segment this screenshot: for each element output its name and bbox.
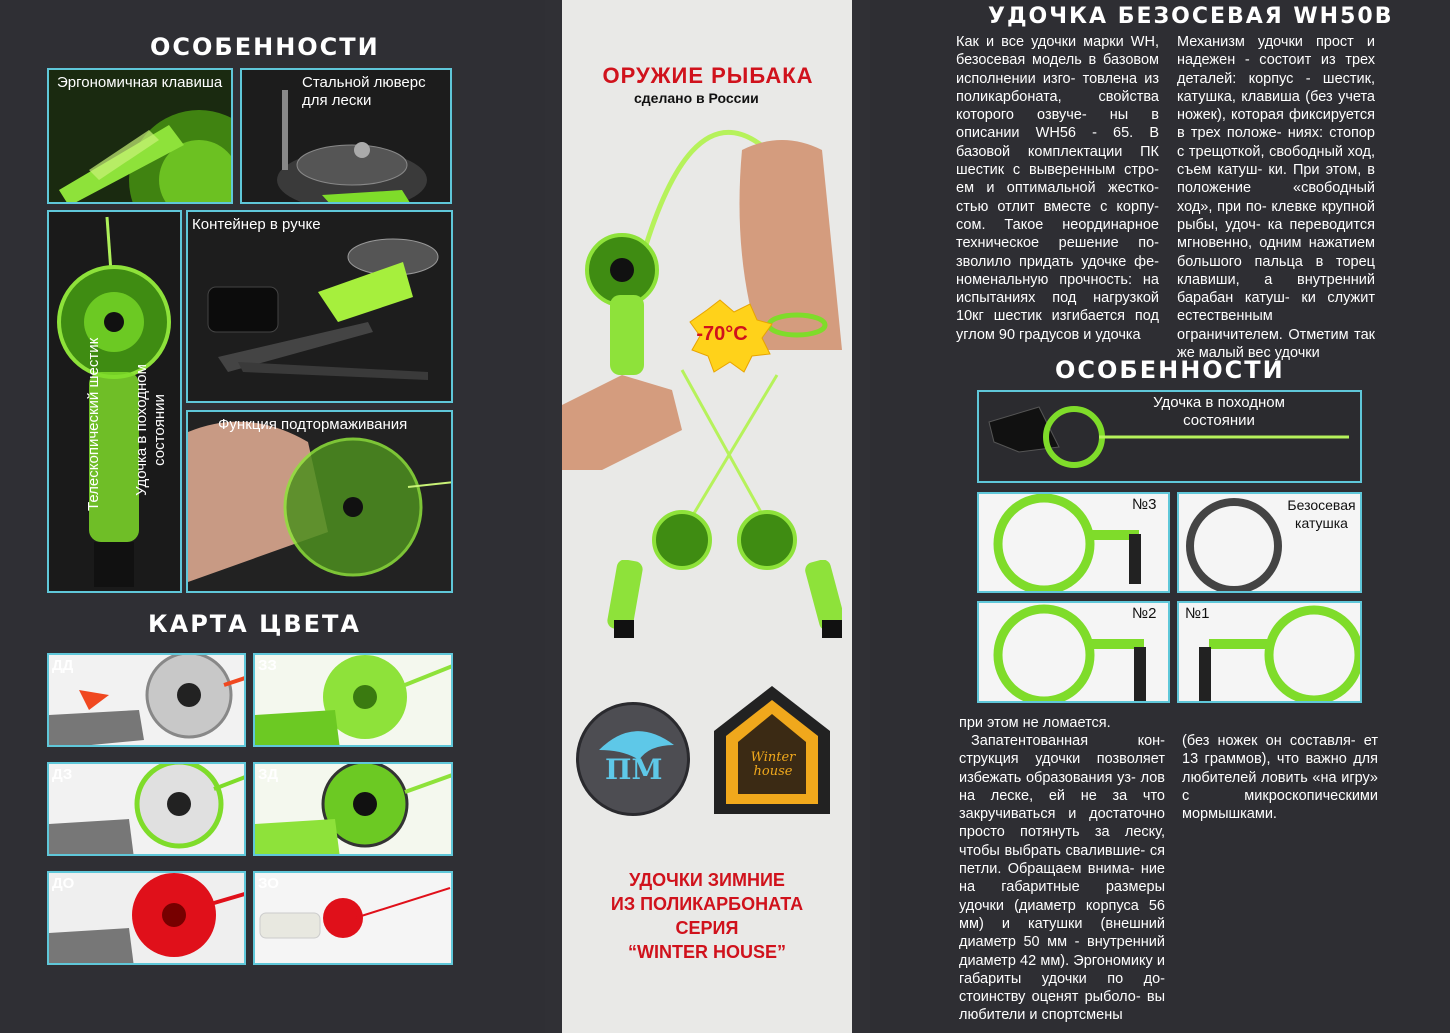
n2-photo xyxy=(993,604,1146,701)
feature-label-n3: №3 xyxy=(1132,496,1157,513)
temp-badge: -70°C xyxy=(696,323,748,345)
swatch-do: ДО xyxy=(47,871,246,965)
feature-label-spool: Безосевая катушка xyxy=(1287,497,1356,531)
shark-icon xyxy=(599,731,674,760)
winter-house-text: Winter house xyxy=(750,750,796,779)
feature-label-travel-state: Удочка в походном состоянии xyxy=(1153,394,1285,429)
feature-rod-assembled: Телескопический шестик Удочка в походном… xyxy=(47,210,182,593)
text-col1-bottom-first: при этом не ломается. xyxy=(959,715,1111,731)
n3-photo xyxy=(993,494,1141,591)
swatch-dz: ДЗ xyxy=(47,762,246,856)
feature-steel-eyelet: Стальной люверс для лески xyxy=(240,68,452,204)
text-col1-bottom: Запатентованная кон- струкция удочки поз… xyxy=(959,733,1165,1024)
colors-title: КАРТА ЦВЕТА xyxy=(148,610,361,638)
swatch-dd-photo xyxy=(49,655,244,745)
product-title: УДОЧКА БЕЗОСЕВАЯ WH50B xyxy=(988,4,1394,29)
swatch-dd: ДД xyxy=(47,653,246,747)
swatch-zo-photo xyxy=(255,873,451,963)
features-title-right: ОСОБЕННОСТИ xyxy=(1055,356,1285,384)
swatch-label: ЗЗ xyxy=(258,657,277,674)
text-col2-top: Механизм удочки прост и надежен - состои… xyxy=(1177,34,1375,362)
pm-logo-text: ПМ xyxy=(605,753,663,786)
headline: ОРУЖИЕ РЫБАКА xyxy=(602,63,814,88)
feature-label-n1: №1 xyxy=(1185,605,1210,622)
feature-brake: Функция подтормаживания xyxy=(186,410,453,593)
footer-line: “WINTER HOUSE” xyxy=(627,942,786,962)
house-icon xyxy=(714,686,830,814)
right-panel: УДОЧКА БЕЗОСЕВАЯ WH50B Как и все удочки … xyxy=(870,0,1450,1033)
feature-label-brake: Функция подтормаживания xyxy=(218,416,408,433)
hero-illustration xyxy=(562,129,842,570)
temp-badge-shape xyxy=(689,299,773,373)
swatch-zd: ЗД xyxy=(253,762,453,856)
eyelet-photo xyxy=(242,70,450,202)
swatch-zz-photo xyxy=(255,655,451,745)
middle-panel: ОРУЖИЕ РЫБАКА сделано в России -70°C ПМ xyxy=(562,0,852,1033)
feature-container: Контейнер в ручке xyxy=(186,210,453,403)
feature-axleless-spool: Безосевая катушка xyxy=(1177,492,1362,593)
footer-line: СЕРИЯ xyxy=(675,918,739,938)
pm-logo: ПМ xyxy=(576,702,690,816)
key-photo xyxy=(49,70,231,202)
swatch-label: ДЗ xyxy=(52,766,73,783)
subline: сделано в России xyxy=(634,90,759,106)
feature-n2: №2 xyxy=(977,601,1170,703)
text-col1-top: Как и все удочки марки WH, безосевая мод… xyxy=(956,34,1159,343)
feature-label-telescopic: Телескопический шестик xyxy=(85,337,102,511)
swatch-label: ДО xyxy=(52,875,75,892)
spool-photo xyxy=(1186,498,1282,591)
rod-photo xyxy=(49,212,180,591)
swatch-zo: ЗО xyxy=(253,871,453,965)
n1-photo xyxy=(1199,605,1360,701)
feature-ergonomic-key: Эргономичная клавиша xyxy=(47,68,233,204)
swatch-label: ЗО xyxy=(258,875,279,892)
brake-photo xyxy=(188,412,451,591)
travel-state-photo xyxy=(988,406,1349,468)
container-photo xyxy=(188,212,451,401)
feature-n1: №1 xyxy=(1177,601,1362,703)
footer-caption: УДОЧКИ ЗИМНИЕ ИЗ ПОЛИКАРБОНАТА СЕРИЯ “WI… xyxy=(562,868,852,964)
text-col2-bottom: (без ножек он составля- ет 13 граммов), … xyxy=(1182,733,1378,823)
rods-bottom xyxy=(607,560,842,638)
features-title: ОСОБЕННОСТИ xyxy=(150,33,380,61)
swatch-zz: ЗЗ xyxy=(253,653,453,747)
feature-label-container: Контейнер в ручке xyxy=(192,216,321,233)
footer-line: ИЗ ПОЛИКАРБОНАТА xyxy=(610,894,804,914)
left-panel: ОСОБЕННОСТИ Эргономичная клавиша Стально… xyxy=(0,0,545,1033)
swatch-label: ЗД xyxy=(258,766,279,783)
feature-label-n2: №2 xyxy=(1132,605,1157,622)
swatch-do-photo xyxy=(49,873,244,963)
feature-label-eyelet: Стальной люверс для лески xyxy=(302,74,426,109)
swatch-dz-photo xyxy=(49,764,244,854)
feature-label-travel: Удочка в походном состоянии xyxy=(133,364,168,496)
winter-house-logo: Winter house xyxy=(714,686,830,814)
footer-line: УДОЧКИ ЗИМНИЕ xyxy=(629,870,785,890)
feature-travel-state: Удочка в походном состоянии xyxy=(977,390,1362,483)
swatch-label: ДД xyxy=(52,657,74,674)
feature-n3: №3 xyxy=(977,492,1170,593)
swatch-zd-photo xyxy=(255,764,451,854)
feature-label-key: Эргономичная клавиша xyxy=(57,74,223,91)
